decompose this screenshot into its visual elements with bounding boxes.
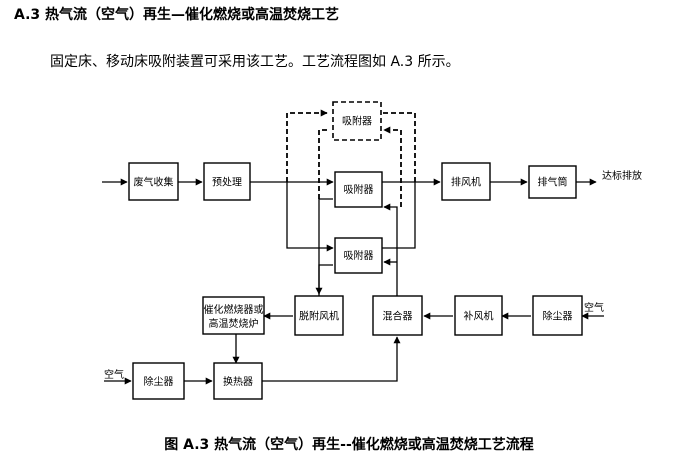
split-to-bottom-adsorber-arrow (286, 182, 334, 252)
dashed-feed-arrow (286, 109, 328, 182)
desorption-side-link (318, 198, 333, 265)
node-dust-remover-right: 除尘器 (532, 295, 583, 336)
dust-remover-left-label: 除尘器 (144, 375, 174, 388)
adsorber-bottom-label: 吸附器 (344, 249, 374, 262)
node-dust-remover-left: 除尘器 (132, 362, 185, 400)
combustor-label-line2: 高温焚烧炉 (209, 317, 259, 330)
bottom-adsorber-outlet-line (382, 182, 416, 249)
node-desorption-fan: 脱附风机 (294, 295, 344, 336)
mixer-label: 混合器 (383, 310, 413, 323)
section-heading: A.3 热气流（空气）再生—催化燃烧或高温焚烧工艺 (14, 7, 340, 23)
node-adsorber-bottom: 吸附器 (334, 237, 383, 274)
node-combustor: 催化燃烧器或 高温焚烧炉 (202, 296, 265, 335)
air-right-label: 空气 (584, 301, 604, 314)
desorption-fan-upper-link (318, 264, 333, 296)
node-exhaust-fan: 排风机 (441, 162, 491, 201)
desorption-fan-label: 脱附风机 (299, 310, 339, 323)
exhaust-stack-label: 排气筒 (538, 176, 568, 189)
dashed-outlet-line (383, 112, 416, 182)
combustor-label-line1: 催化燃烧器或 (204, 303, 264, 316)
node-heat-exchanger: 换热器 (213, 362, 263, 400)
node-adsorber-dashed: 吸附器 (332, 101, 382, 141)
adsorber-dashed-label: 吸附器 (342, 115, 372, 128)
dashed-regen-arrow (383, 126, 402, 207)
waste-gas-collection-label: 废气收集 (134, 176, 174, 189)
node-makeup-fan: 补风机 (454, 295, 503, 336)
node-adsorber-middle: 吸附器 (334, 171, 383, 208)
flow-lines (102, 109, 604, 385)
node-pretreatment: 预处理 (203, 162, 251, 201)
mixer-to-middle-adsorber-arrow (383, 203, 398, 296)
heat-exchanger-to-mixer-arrow (262, 336, 401, 382)
node-waste-gas-collection: 废气收集 (128, 162, 179, 201)
node-exhaust-stack: 排气筒 (528, 165, 577, 199)
intro-paragraph: 固定床、移动床吸附装置可采用该工艺。工艺流程图如 A.3 所示。 (50, 54, 460, 70)
discharge-label: 达标排放 (602, 169, 642, 182)
node-mixer: 混合器 (372, 295, 423, 336)
dust-remover-right-label: 除尘器 (543, 310, 573, 323)
exhaust-fan-label: 排风机 (451, 176, 481, 189)
dashed-desorption-line (318, 129, 330, 199)
heat-exchanger-label: 换热器 (223, 375, 253, 388)
makeup-fan-label: 补风机 (464, 310, 494, 323)
pretreatment-label: 预处理 (212, 177, 242, 189)
figure-caption: 图 A.3 热气流（空气）再生--催化燃烧或高温焚烧工艺流程 (164, 437, 534, 453)
air-left-label: 空气 (104, 368, 124, 381)
adsorber-middle-label: 吸附器 (344, 183, 374, 196)
